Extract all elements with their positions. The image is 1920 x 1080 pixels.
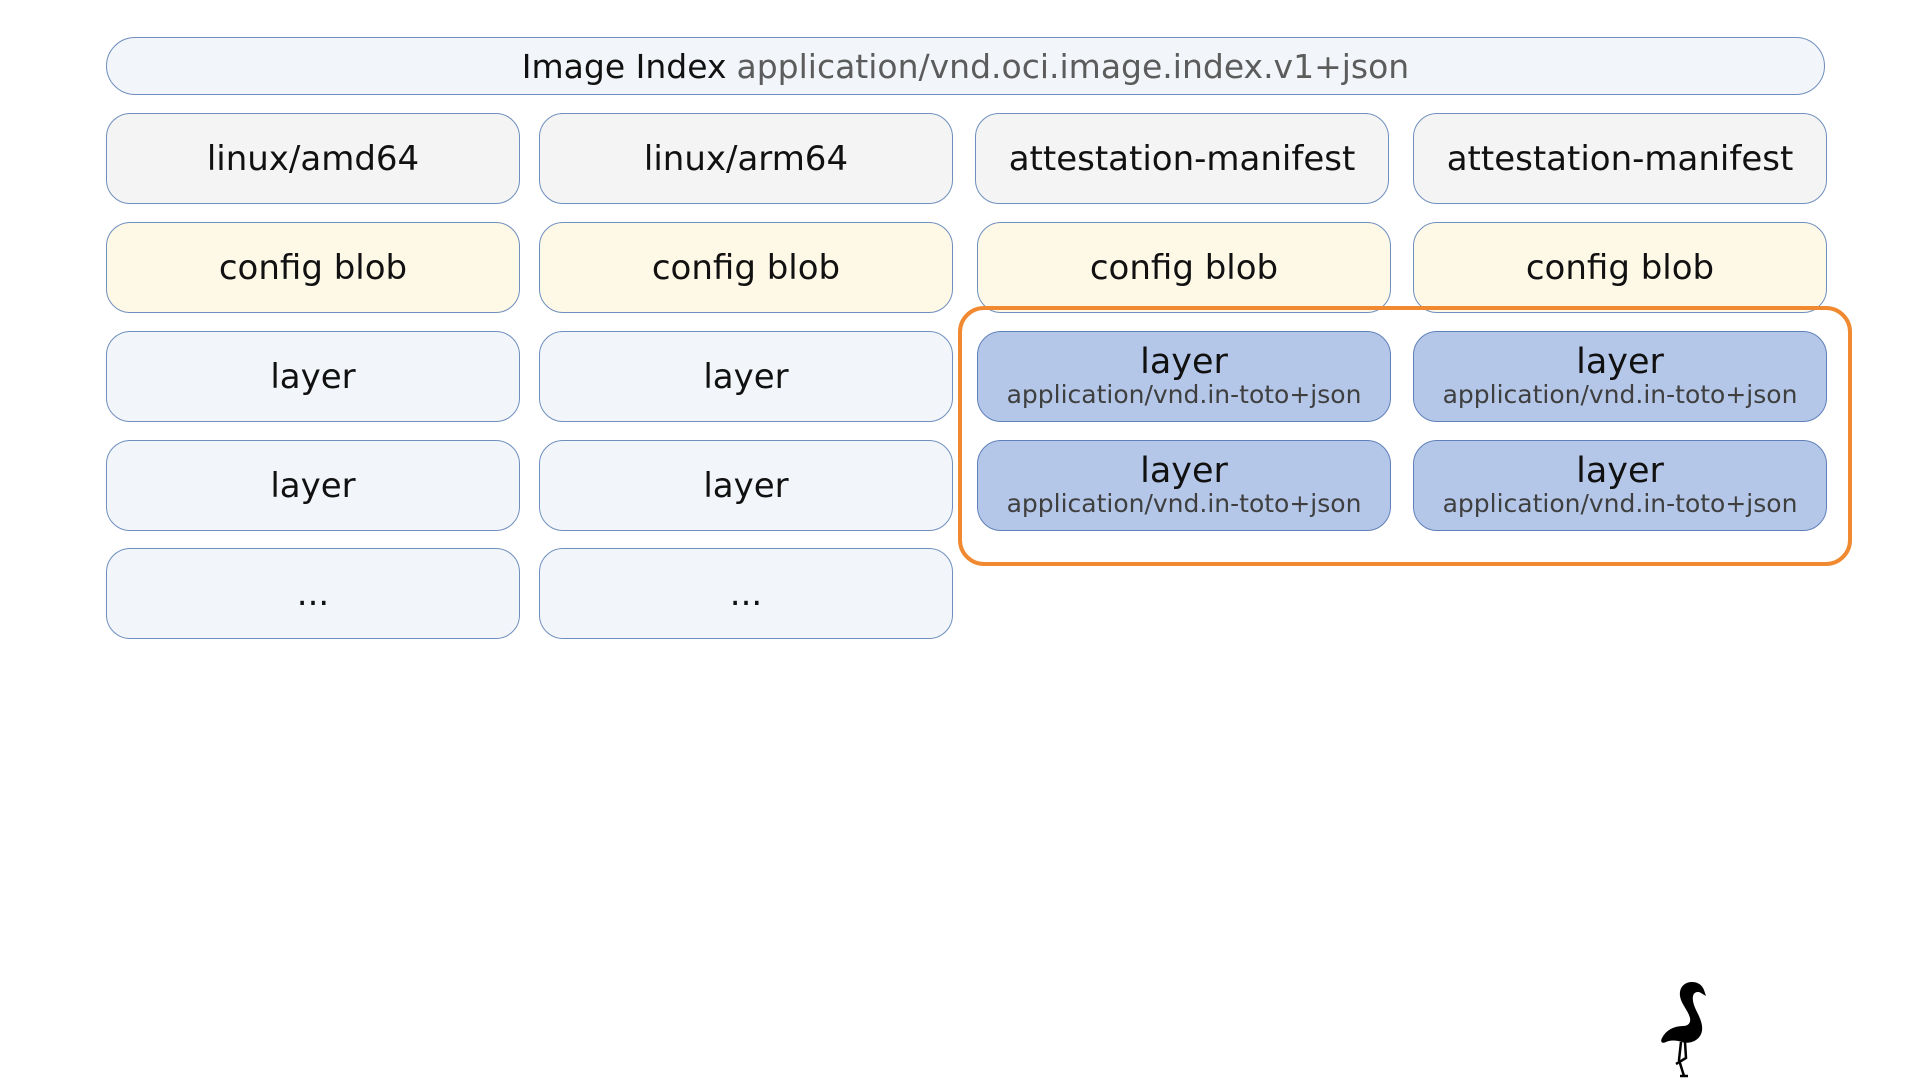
manifest-attestation: attestation-manifest (975, 113, 1389, 204)
image-index-label: Image Index (521, 46, 727, 86)
layer-media-type: application/vnd.in-toto+json (1006, 379, 1362, 409)
layer-label: layer (1140, 341, 1228, 382)
manifest-label: linux/amd64 (206, 138, 420, 179)
layer-label: layer (1576, 341, 1664, 382)
more-layers-box: ... (539, 548, 953, 639)
layer-box: layer (106, 331, 520, 422)
more-layers-label: ... (729, 573, 763, 614)
config-blob-label: config blob (218, 247, 408, 288)
layer-label: layer (270, 465, 356, 506)
more-layers-label: ... (296, 573, 330, 614)
manifest-linux-amd64: linux/amd64 (106, 113, 520, 204)
layer-media-type: application/vnd.in-toto+json (1006, 488, 1362, 518)
layer-box: layer (539, 440, 953, 531)
layer-media-type: application/vnd.in-toto+json (1442, 488, 1798, 518)
attestation-layer-box: layer application/vnd.in-toto+json (977, 331, 1391, 422)
layer-label: layer (270, 356, 356, 397)
config-blob-label: config blob (1089, 247, 1279, 288)
manifest-label: linux/arm64 (643, 138, 849, 179)
layer-label: layer (1140, 450, 1228, 491)
layer-box: layer (539, 331, 953, 422)
layer-media-type: application/vnd.in-toto+json (1442, 379, 1798, 409)
config-blob-box: config blob (977, 222, 1391, 313)
layer-label: layer (703, 465, 789, 506)
layer-label: layer (1576, 450, 1664, 491)
manifest-linux-arm64: linux/arm64 (539, 113, 953, 204)
manifest-label: attestation-manifest (1446, 138, 1794, 179)
image-index-media-type: application/vnd.oci.image.index.v1+json (736, 46, 1410, 86)
manifest-label: attestation-manifest (1008, 138, 1356, 179)
config-blob-box: config blob (106, 222, 520, 313)
more-layers-box: ... (106, 548, 520, 639)
config-blob-box: config blob (1413, 222, 1827, 313)
image-index-box: Image Index application/vnd.oci.image.in… (106, 37, 1825, 95)
layer-label: layer (703, 356, 789, 397)
layer-box: layer (106, 440, 520, 531)
config-blob-label: config blob (1525, 247, 1715, 288)
config-blob-label: config blob (651, 247, 841, 288)
attestation-layer-box: layer application/vnd.in-toto+json (1413, 331, 1827, 422)
attestation-layer-box: layer application/vnd.in-toto+json (977, 440, 1391, 531)
manifest-attestation: attestation-manifest (1413, 113, 1827, 204)
attestation-layer-box: layer application/vnd.in-toto+json (1413, 440, 1827, 531)
config-blob-box: config blob (539, 222, 953, 313)
flamingo-icon (1661, 982, 1706, 1078)
